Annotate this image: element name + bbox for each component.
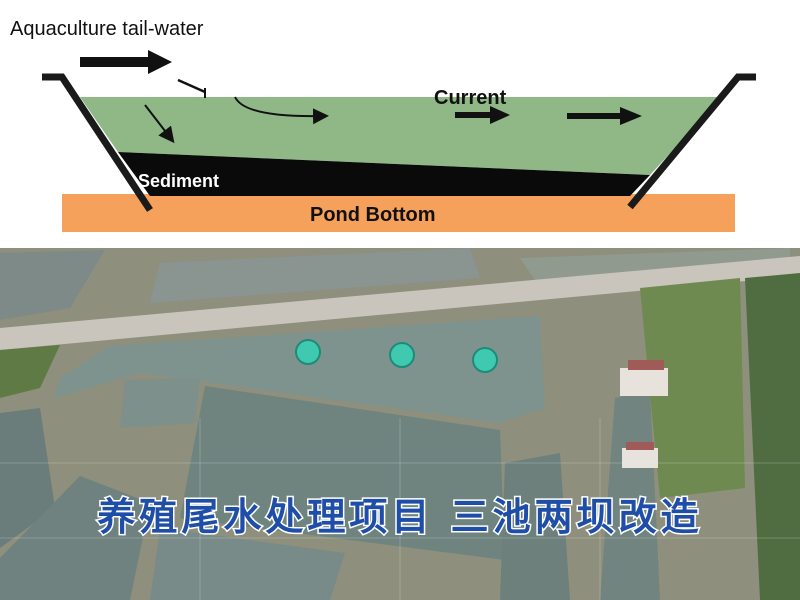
pond-bottom-band [62,194,735,232]
lower-pond [500,453,570,600]
photo-caption: 养殖尾水处理项目 三池两坝改造 [97,495,702,539]
sediment-label: Sediment [138,171,219,191]
vegetation-strip [0,345,60,398]
curved-flow-arrow-icon [234,96,329,125]
current-arrow-icon [455,106,510,124]
aerial-photo: 养殖尾水处理项目 三池两坝改造 [0,248,800,600]
road [0,256,800,350]
pump-house-icon [622,442,658,468]
current-label: Current [434,87,507,109]
aerator-icon [389,342,415,368]
diagram-title: Aquaculture tail-water [10,18,204,40]
inflow-arrow-icon [80,50,172,74]
lower-pond [150,528,345,600]
pump-house-icon [620,360,668,396]
vegetation-strip [745,273,800,600]
lower-pond [0,408,55,548]
far-pond [0,250,105,320]
pond-diagram: Aquaculture tail-water Current Sediment … [0,0,800,248]
aerator-icon [295,339,321,365]
left-pond-wall [42,73,153,212]
vegetation-strip [640,278,745,498]
small-pond [120,378,200,428]
aeration-pond [180,386,505,560]
right-pond-wall [627,73,756,210]
far-pond [150,248,480,303]
diagonal-flow-arrow-icon [177,78,206,94]
sedimentation-pond [55,316,545,423]
settling-arrow-icon [144,104,175,144]
grid-overlay [0,418,800,600]
sediment-layer [118,152,650,196]
pond-bottom-label: Pond Bottom [310,204,436,226]
aerator-icon [472,347,498,373]
current-arrow-icon [567,107,642,125]
lower-pond [0,476,150,600]
water-body [80,97,722,175]
